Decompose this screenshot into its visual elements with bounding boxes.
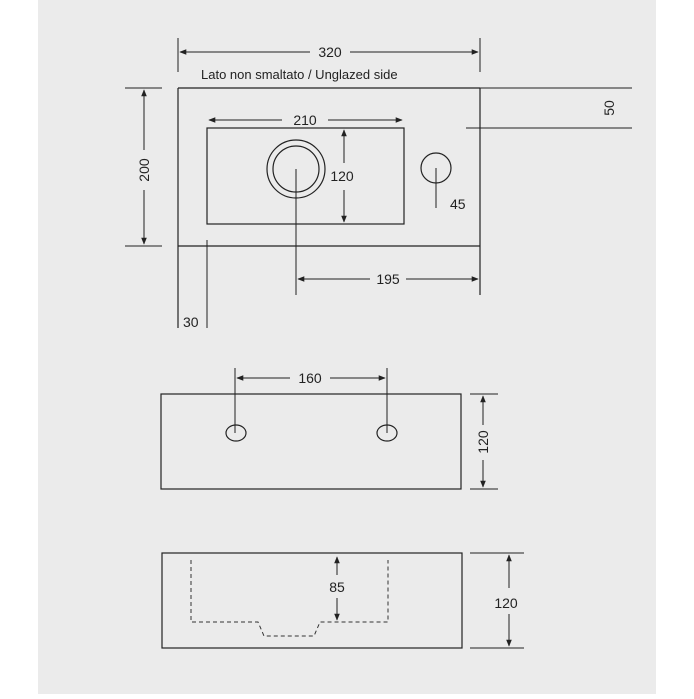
section-view: 85 120: [161, 552, 524, 649]
inner-basin-hidden-line: [190, 560, 389, 637]
dim-tap-hole-label: 45: [450, 196, 466, 212]
hole-right: [376, 424, 398, 442]
front-view: 160 120: [160, 368, 498, 490]
dim-side-strip-label: 50: [601, 100, 617, 116]
dim-section-height-label: 120: [494, 595, 518, 611]
drawing-panel: [38, 0, 656, 694]
dim-basin-width-label: 210: [293, 112, 317, 128]
dim-hole-spacing-label: 160: [298, 370, 322, 386]
dim-inner-depth-label: 85: [329, 579, 345, 595]
dim-drain-offset-label: 195: [376, 271, 400, 287]
dim-front-height-label: 120: [475, 430, 491, 454]
unglazed-side-note: Lato non smaltato / Unglazed side: [201, 67, 398, 82]
dim-width-label: 320: [318, 44, 342, 60]
section-outline: [161, 552, 463, 649]
basin-outline: [206, 127, 405, 225]
top-view: 320 Lato non smaltato / Unglazed side 50…: [125, 38, 632, 330]
front-outline: [160, 393, 462, 490]
dim-basin-depth-label: 120: [330, 168, 354, 184]
dim-edge-label: 30: [183, 314, 199, 330]
hole-left: [225, 424, 247, 442]
dim-depth-label: 200: [136, 158, 152, 182]
